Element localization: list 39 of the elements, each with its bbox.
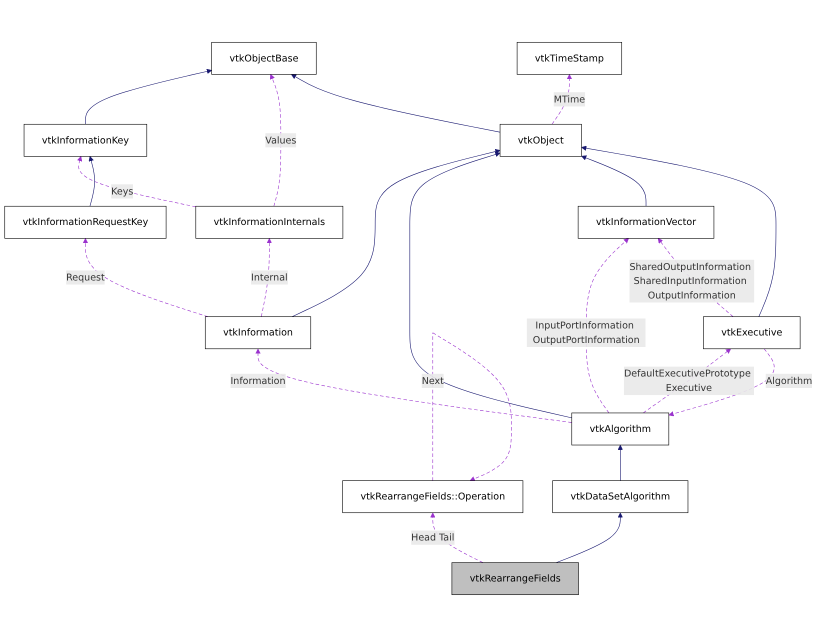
arrow bbox=[255, 348, 572, 423]
edge-label: Algorithm bbox=[766, 374, 812, 386]
arrow bbox=[77, 156, 196, 208]
node-box: vtkDataSetAlgorithm bbox=[552, 480, 688, 514]
node-box: vtkRearrangeFields::Operation bbox=[342, 480, 524, 514]
node-box: vtkTimeStamp bbox=[516, 42, 622, 75]
arrow bbox=[261, 238, 272, 318]
edge-label: Request bbox=[66, 272, 105, 283]
edge-label: Values bbox=[265, 134, 296, 146]
edge-label: DefaultExecutivePrototype Executive bbox=[624, 368, 751, 394]
node-box: vtkExecutive bbox=[703, 316, 800, 350]
edge-label: Keys bbox=[111, 185, 134, 197]
edge-label: SharedOutputInformation SharedInputInformation OutputInformation bbox=[629, 260, 751, 301]
node-box: vtkInformationVector bbox=[578, 206, 714, 239]
node-box: vtkInformationKey bbox=[24, 124, 148, 157]
arrow bbox=[618, 444, 623, 481]
node-box: vtkInformationRequestKey bbox=[4, 206, 166, 239]
arrow bbox=[292, 148, 500, 318]
node-box: vtkInformation bbox=[204, 316, 312, 350]
arrow bbox=[82, 238, 208, 318]
node-box: vtkObjectBase bbox=[211, 42, 317, 75]
edge-label: MTime bbox=[554, 93, 586, 105]
node-box: vtkRearrangeFields bbox=[452, 562, 579, 596]
arrow bbox=[270, 74, 282, 207]
node-box: vtkAlgorithm bbox=[571, 412, 670, 446]
arrow bbox=[410, 152, 572, 418]
edge-label: Internal bbox=[251, 272, 288, 283]
edge-label: Information bbox=[230, 374, 286, 386]
edge-label: Head Tail bbox=[411, 532, 454, 544]
edge-label: Next bbox=[422, 374, 444, 386]
arrow bbox=[88, 156, 95, 207]
arrow bbox=[85, 68, 212, 125]
arrow bbox=[291, 74, 500, 133]
arrow bbox=[556, 512, 623, 563]
arrow bbox=[432, 332, 512, 482]
node-box: vtkObject bbox=[500, 124, 582, 157]
node-box: vtkInformationInternals bbox=[196, 206, 344, 239]
edge-label: InputPortInformation OutputPortInformation bbox=[532, 320, 640, 346]
arrow bbox=[581, 155, 646, 207]
